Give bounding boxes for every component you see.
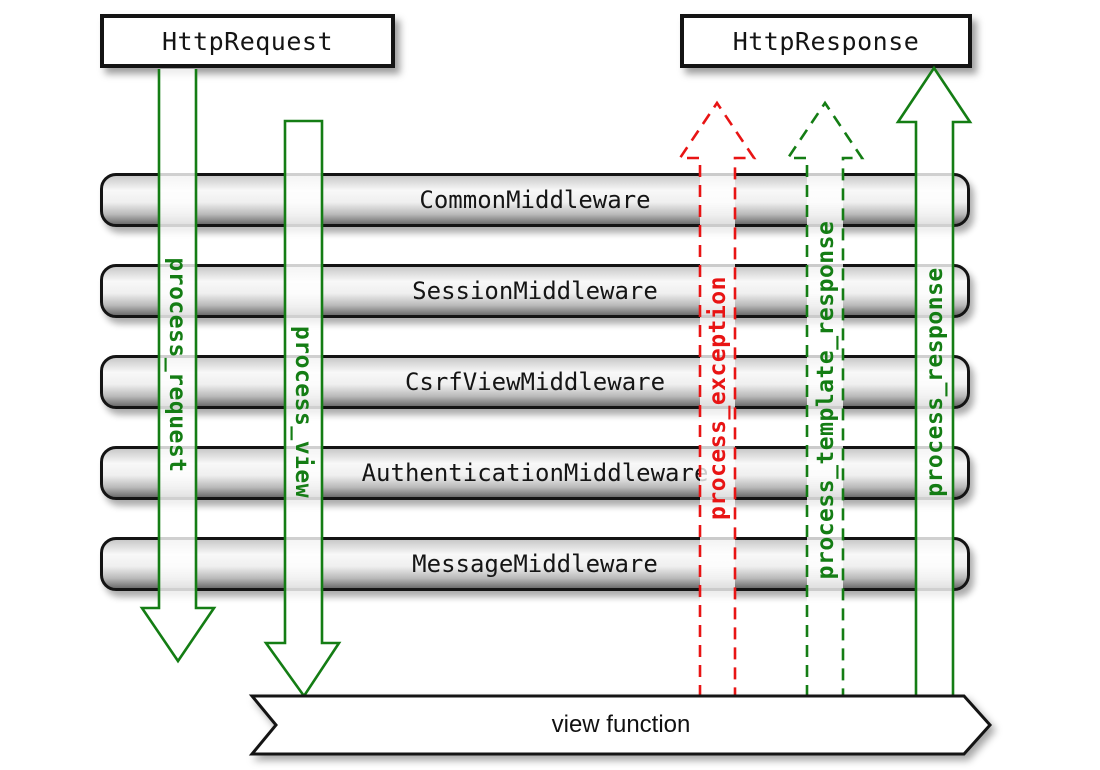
process-view-arrow bbox=[263, 119, 342, 699]
middleware-label: CsrfViewMiddleware bbox=[404, 368, 666, 396]
process-exception-label: process_exception bbox=[705, 276, 731, 520]
process-exception-arrow bbox=[677, 100, 757, 697]
middleware-label: MessageMiddleware bbox=[412, 550, 658, 578]
process-request-arrow bbox=[139, 69, 217, 664]
process-request-label: process_request bbox=[164, 257, 190, 473]
middleware-label: AuthenticationMiddleware bbox=[361, 459, 709, 487]
http-response-box: HttpResponse bbox=[680, 14, 972, 68]
process-response-arrow bbox=[895, 65, 973, 697]
http-request-box: HttpRequest bbox=[100, 14, 395, 68]
middleware-label: CommonMiddleware bbox=[419, 186, 651, 214]
http-request-label: HttpRequest bbox=[161, 26, 334, 56]
middleware-label: SessionMiddleware bbox=[412, 277, 658, 305]
view-function-label: view function bbox=[551, 711, 691, 738]
process-template-response-label: process_template_response bbox=[813, 220, 839, 580]
http-response-label: HttpResponse bbox=[732, 26, 920, 56]
process-view-label: process_view bbox=[290, 325, 316, 499]
process-template-response-arrow bbox=[785, 100, 865, 697]
view-function-banner bbox=[248, 694, 993, 756]
process-response-label: process_response bbox=[922, 267, 948, 497]
